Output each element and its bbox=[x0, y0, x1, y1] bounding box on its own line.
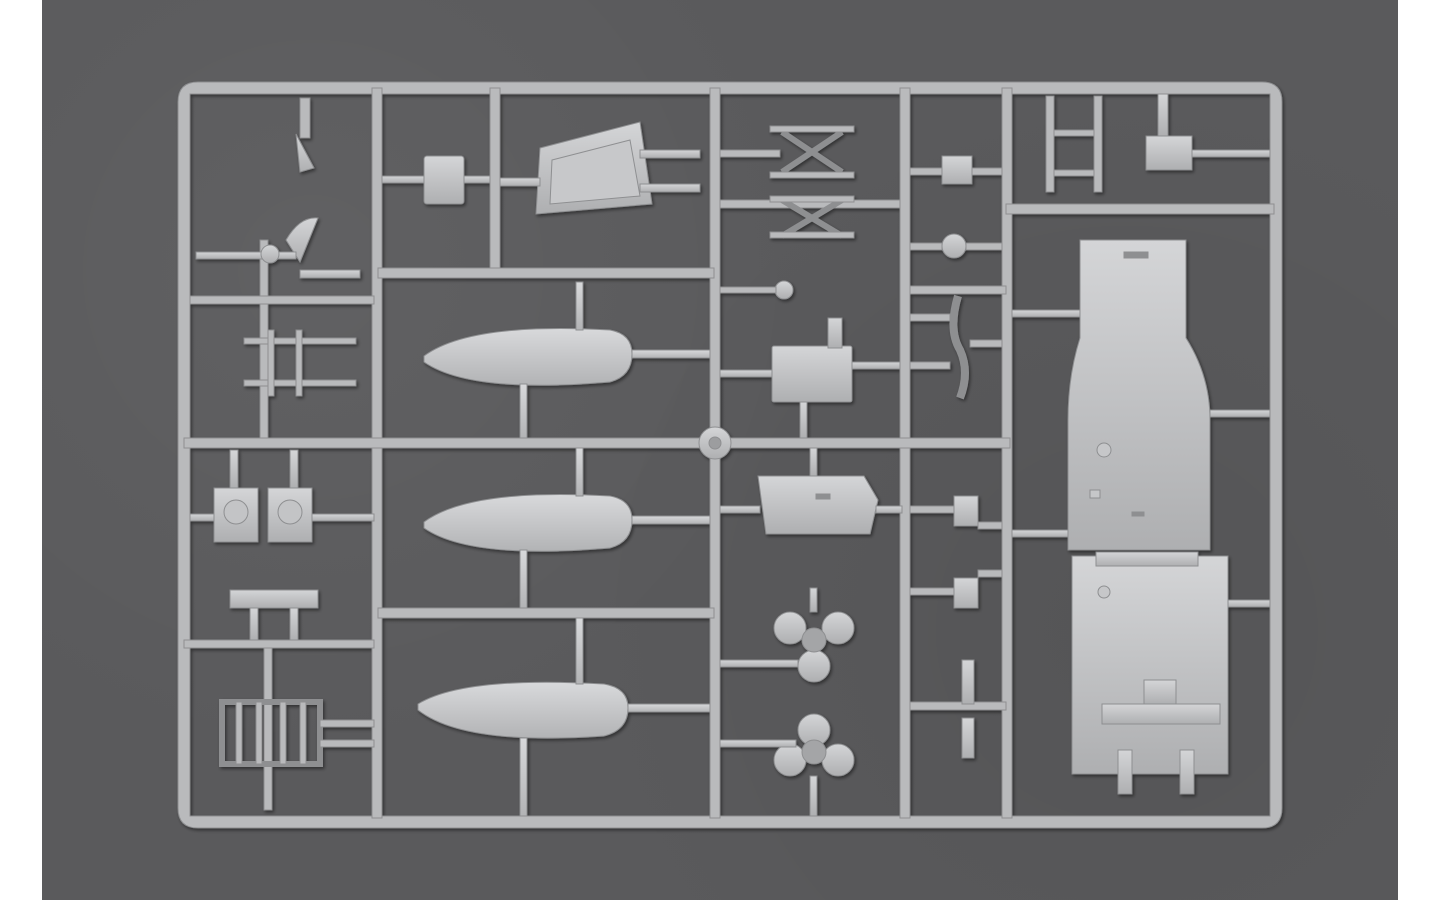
cage-part bbox=[219, 699, 375, 767]
pipe-part bbox=[909, 294, 1003, 400]
floor-plate-part bbox=[1011, 239, 1271, 551]
small-box-part bbox=[381, 155, 491, 205]
base-plate-part bbox=[1071, 551, 1271, 795]
ladder-part bbox=[1045, 95, 1103, 193]
sprue-hub bbox=[698, 426, 732, 460]
seat-part bbox=[499, 121, 701, 215]
cylinder-part-lower bbox=[719, 713, 855, 817]
propeller-hub-part bbox=[195, 217, 361, 279]
hook-part-upper bbox=[295, 97, 315, 173]
propeller-blade-3 bbox=[417, 617, 711, 817]
cylinder-part-upper bbox=[719, 587, 855, 683]
linkage-part-upper bbox=[719, 125, 855, 179]
sprue-runners-horizontal bbox=[183, 199, 1275, 711]
gearbox-part bbox=[719, 317, 901, 439]
propeller-blade-2 bbox=[423, 447, 711, 609]
bracket-part bbox=[1145, 93, 1271, 171]
frame-part-left bbox=[189, 295, 375, 397]
linkage-part-lower bbox=[769, 195, 855, 239]
plate-part bbox=[719, 447, 903, 535]
knob-part bbox=[719, 155, 1003, 300]
bar-part bbox=[229, 589, 319, 641]
pin-parts bbox=[909, 495, 1003, 759]
radiator-parts bbox=[189, 449, 375, 543]
propeller-blade-1 bbox=[423, 281, 711, 439]
